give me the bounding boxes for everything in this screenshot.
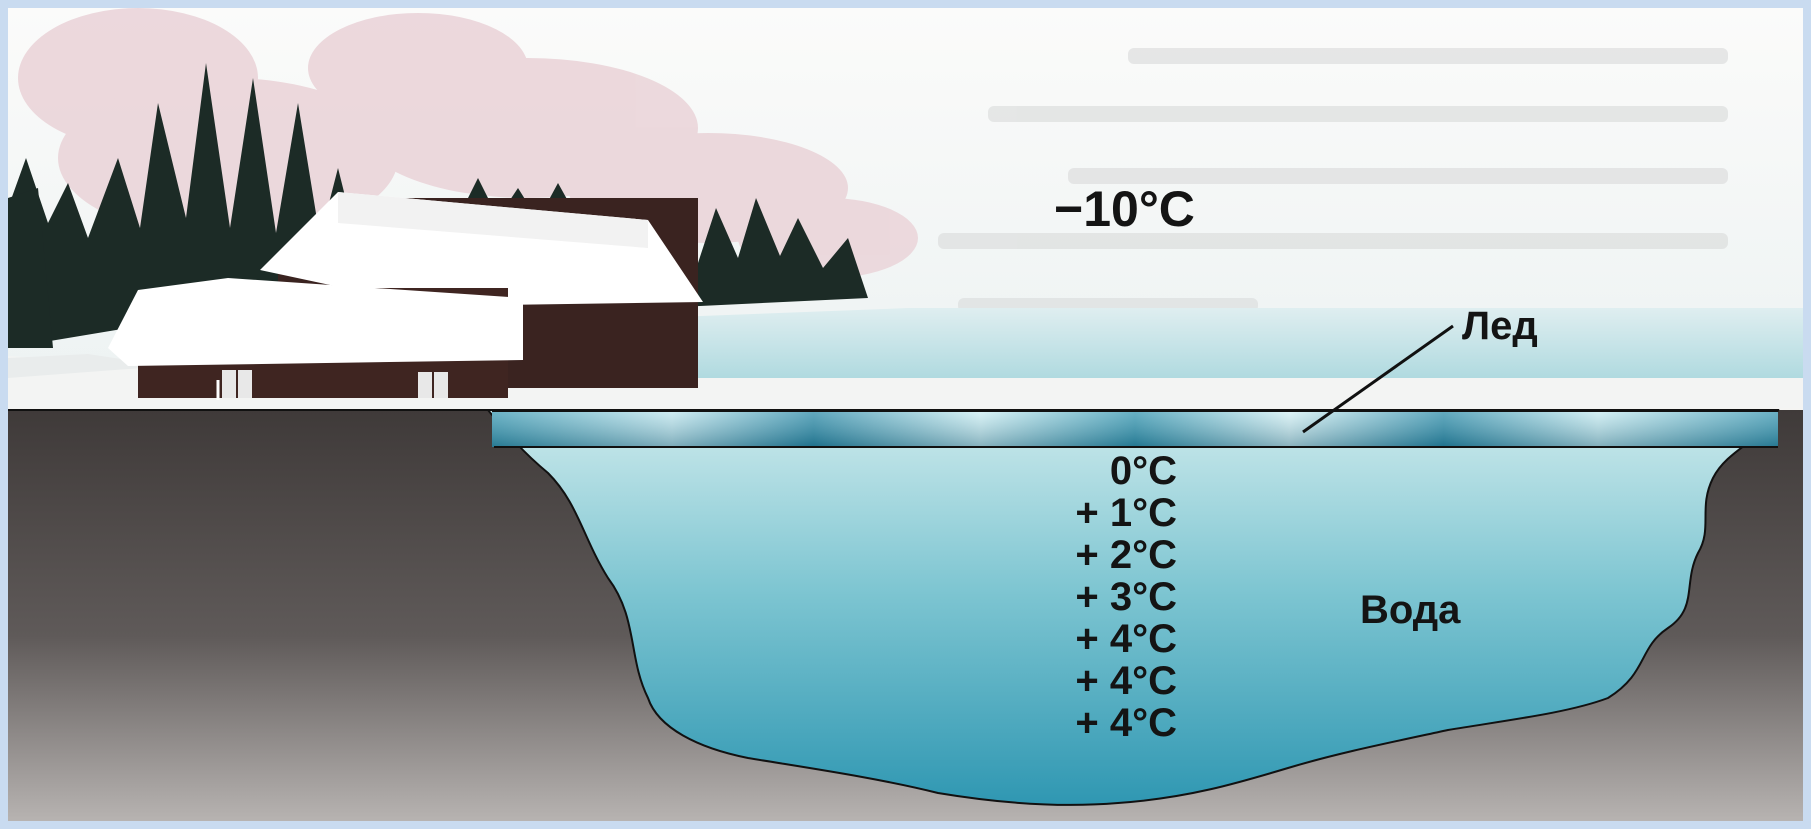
depth-temperature: + 1°C — [1075, 491, 1177, 535]
depth-temperature: + 4°C — [1075, 701, 1177, 745]
ice-layer-shade — [492, 411, 1778, 447]
water-body — [485, 409, 1780, 806]
page-bleed — [938, 48, 1728, 312]
ice-label: Лед — [1462, 304, 1538, 348]
water-label: Вода — [1360, 588, 1461, 632]
lake-diagram: −10°C Лед Вода 0°C + 1°C + 2°C + 3°C + 4… — [8, 8, 1803, 821]
depth-temperature: 0°C — [1109, 449, 1177, 493]
lake-illustration — [8, 8, 1803, 821]
house-front — [108, 278, 523, 400]
depth-temperature-list: 0°C + 1°C + 2°C + 3°C + 4°C + 4°C + 4°C — [1075, 450, 1177, 744]
depth-temperature: + 4°C — [1075, 617, 1177, 661]
depth-temperature: + 3°C — [1075, 575, 1177, 619]
depth-temperature: + 2°C — [1075, 533, 1177, 577]
air-temperature-label: −10°C — [1054, 181, 1195, 237]
ice-leader-line — [1302, 324, 1454, 434]
depth-temperature: + 4°C — [1075, 659, 1177, 703]
